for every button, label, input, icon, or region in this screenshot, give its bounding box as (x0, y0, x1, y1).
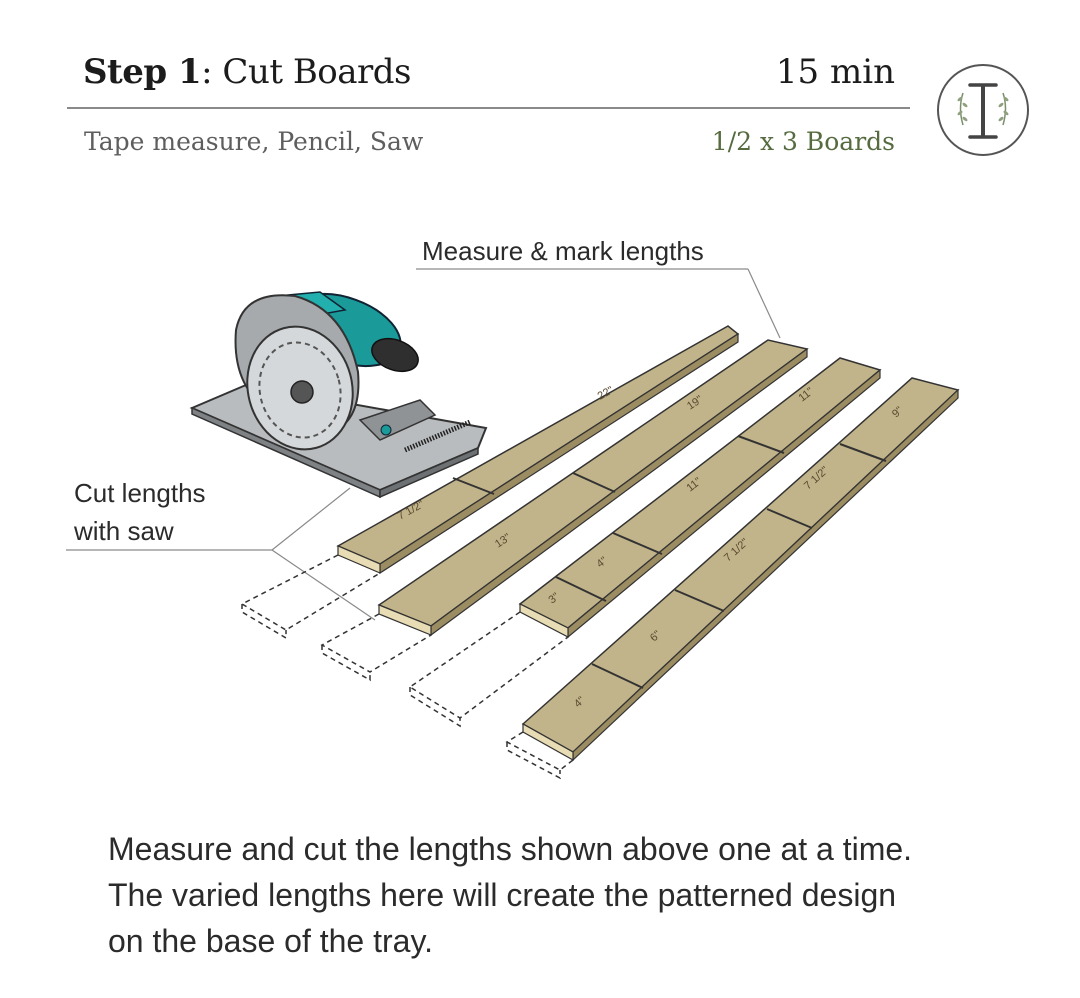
cut-boards-illustration: Measure & mark lengths Cut lengths with … (66, 236, 960, 780)
description-line-1: Measure and cut the lengths shown above … (108, 831, 913, 867)
materials-label: 1/2 x 3 Boards (711, 127, 895, 156)
callout-cut-line1: Cut lengths (74, 478, 206, 508)
description-line-3: on the base of the tray. (108, 923, 433, 959)
step-description: Measure and cut the lengths shown above … (108, 826, 1008, 964)
logo-monogram-icon (937, 64, 1029, 156)
circular-saw-icon (189, 291, 488, 499)
board-3: 3" 4" 11" 11" (518, 357, 882, 639)
callout-measure-leader (747, 268, 781, 339)
board-1: 7 1/2" 22" (336, 325, 740, 575)
step-label: Step 1 (83, 52, 202, 92)
tools-list: Tape measure, Pencil, Saw (84, 127, 424, 156)
callout-cut-leader-saw (271, 487, 351, 551)
offcut-outlines (240, 554, 574, 780)
step-time: 15 min (775, 52, 895, 92)
callout-measure: Measure & mark lengths (422, 236, 704, 266)
board-2: 13" 19" (377, 339, 809, 637)
callout-cut-line2: with saw (73, 516, 174, 546)
step-heading: Step 1: Cut Boards (83, 52, 412, 92)
board-stack: 7 1/2" 22" 13" 19" 3" 4" 11" 11" (240, 325, 960, 780)
callout-cut-leader-board (271, 549, 376, 621)
header-divider (67, 107, 910, 109)
step-title: : Cut Boards (201, 52, 412, 92)
description-line-2: The varied lengths here will create the … (108, 877, 897, 913)
